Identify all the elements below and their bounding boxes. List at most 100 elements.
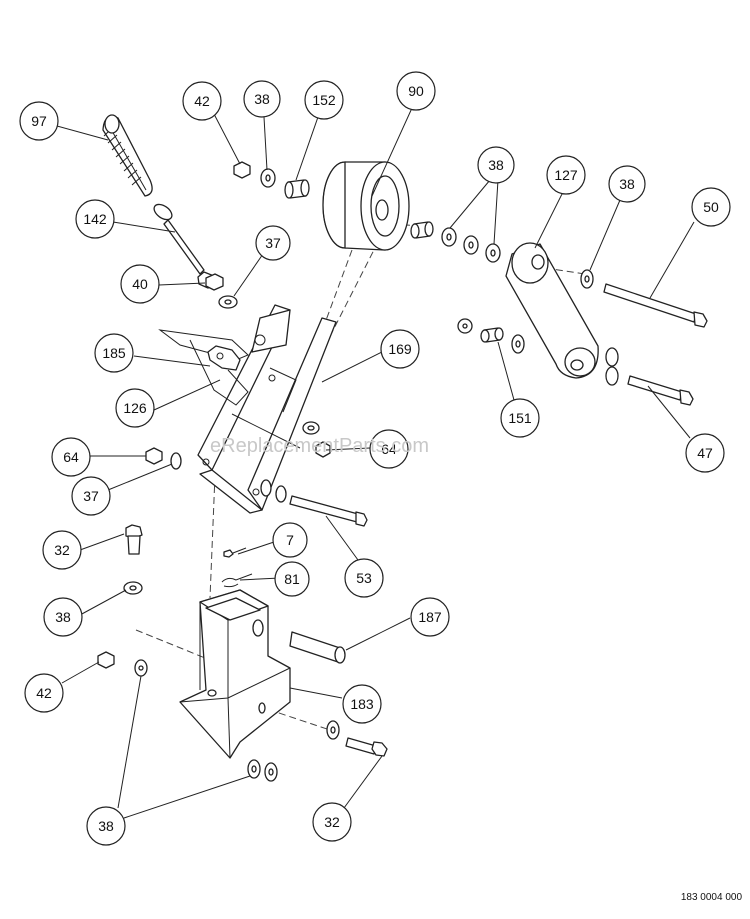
- washer-151-left: [457, 318, 473, 334]
- svg-text:151: 151: [508, 410, 532, 426]
- callout-187: 187: [410, 597, 450, 637]
- idler-arm-127: [505, 242, 599, 379]
- washer-37-top: [218, 295, 238, 309]
- eye-bolt-142: [153, 203, 217, 289]
- callout-126: 126: [115, 388, 155, 428]
- bolt-50: [603, 283, 708, 328]
- washer-38-right: [580, 269, 594, 289]
- nut-40: [205, 273, 224, 291]
- svg-text:37: 37: [83, 488, 99, 504]
- svg-text:64: 64: [381, 441, 397, 457]
- svg-text:152: 152: [312, 92, 336, 108]
- svg-text:38: 38: [619, 176, 635, 192]
- callout-64-right: 64: [369, 429, 409, 469]
- bolt-32-top: [125, 524, 143, 555]
- callout-32-top: 32: [42, 530, 82, 570]
- washer-38-left: [123, 581, 143, 595]
- callout-169: 169: [380, 329, 420, 369]
- callout-38-bottom: 38: [86, 806, 126, 846]
- washer-151-right: [511, 334, 525, 354]
- callout-38-group: 38: [477, 146, 515, 184]
- nut-64-right: [315, 441, 331, 458]
- svg-text:126: 126: [123, 400, 147, 416]
- svg-text:185: 185: [102, 345, 126, 361]
- svg-text:97: 97: [31, 113, 47, 129]
- callout-32-bottom: 32: [312, 802, 352, 842]
- wire-clip-185: [158, 329, 249, 406]
- callout-37-top: 37: [255, 225, 291, 261]
- svg-text:142: 142: [83, 211, 107, 227]
- callout-38-left: 38: [43, 597, 83, 637]
- callout-50: 50: [691, 187, 731, 227]
- callout-38-right: 38: [608, 165, 646, 203]
- nut-42-top: [233, 161, 251, 179]
- mount-bracket-183: [179, 589, 291, 759]
- callout-40: 40: [120, 264, 160, 304]
- callout-90: 90: [396, 71, 436, 111]
- clip-retainer-126: [207, 345, 241, 371]
- washer-38-top: [260, 168, 276, 188]
- callout-7: 7: [272, 522, 308, 558]
- svg-text:37: 37: [265, 235, 281, 251]
- bolt-32-bottom: [345, 737, 388, 757]
- svg-text:183: 183: [350, 696, 374, 712]
- callout-53: 53: [344, 558, 384, 598]
- svg-text:42: 42: [194, 93, 210, 109]
- svg-text:38: 38: [488, 157, 504, 173]
- svg-text:42: 42: [36, 685, 52, 701]
- bolt-47: [627, 375, 694, 406]
- svg-text:38: 38: [254, 91, 270, 107]
- callout-185: 185: [94, 333, 134, 373]
- callout-81: 81: [274, 561, 310, 597]
- washer-37-left: [170, 452, 182, 470]
- callout-97: 97: [19, 101, 59, 141]
- svg-text:81: 81: [284, 571, 300, 587]
- callout-37-bottom: 37: [71, 476, 111, 516]
- callout-183: 183: [342, 684, 382, 724]
- svg-text:53: 53: [356, 570, 372, 586]
- callout-42-top: 42: [182, 81, 222, 121]
- svg-text:187: 187: [418, 609, 442, 625]
- callout-142: 142: [75, 199, 115, 239]
- cotter-pin-7: [223, 547, 247, 558]
- spacer-152: [284, 179, 310, 199]
- svg-text:169: 169: [388, 341, 412, 357]
- nut-64-left: [145, 447, 163, 465]
- bushing-151: [480, 327, 504, 343]
- bolt-53: [260, 479, 368, 527]
- callout-64-left: 64: [51, 437, 91, 477]
- washer-38-bottom-left: [134, 659, 148, 677]
- nut-42-bottom: [97, 651, 115, 669]
- leader-lines: [56, 107, 695, 819]
- svg-text:7: 7: [286, 532, 294, 548]
- extension-spring-97: [102, 114, 153, 197]
- svg-text:47: 47: [697, 445, 713, 461]
- svg-text:40: 40: [132, 276, 148, 292]
- document-number: 183 0004 000: [681, 892, 743, 903]
- washers-38-bottom: [247, 759, 278, 782]
- svg-text:127: 127: [554, 167, 578, 183]
- washers-38-group: [441, 227, 501, 263]
- svg-text:38: 38: [55, 609, 71, 625]
- callout-127: 127: [546, 155, 586, 195]
- watermark-text: eReplacementParts.com: [210, 435, 429, 457]
- svg-text:64: 64: [63, 449, 79, 465]
- svg-text:50: 50: [703, 199, 719, 215]
- washers-47: [605, 347, 619, 386]
- callout-151: 151: [500, 398, 540, 438]
- svg-text:38: 38: [98, 818, 114, 834]
- washer-32-bottom: [326, 720, 340, 740]
- callout-42-bottom: 42: [24, 673, 64, 713]
- svg-text:90: 90: [408, 83, 424, 99]
- svg-text:32: 32: [54, 542, 70, 558]
- pin-187: [289, 631, 346, 664]
- callout-38-top: 38: [243, 80, 281, 118]
- svg-text:32: 32: [324, 814, 340, 830]
- spacer-right-pulley: [410, 221, 434, 239]
- hair-pin-81: [221, 573, 253, 588]
- washer-middle: [302, 421, 320, 435]
- callout-152: 152: [304, 80, 344, 120]
- idler-pulley-90: [322, 161, 410, 251]
- callout-47: 47: [685, 433, 725, 473]
